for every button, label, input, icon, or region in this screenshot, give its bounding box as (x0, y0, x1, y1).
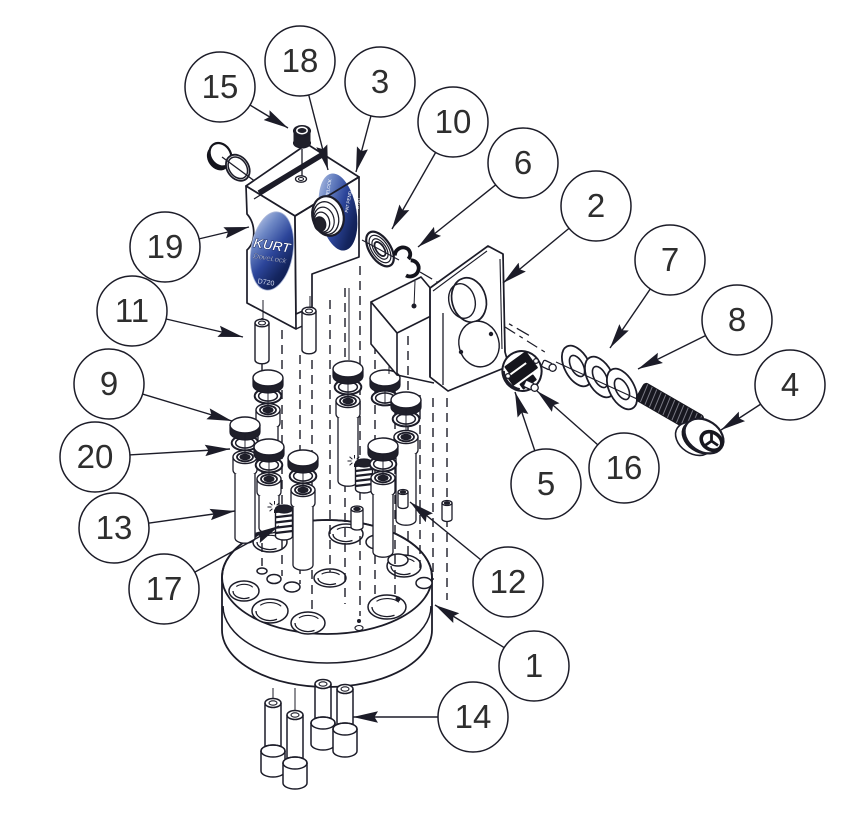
svg-text:D720: D720 (355, 197, 362, 209)
svg-text:17: 17 (146, 570, 183, 607)
svg-text:1: 1 (525, 647, 543, 684)
svg-text:20: 20 (77, 438, 114, 475)
svg-text:11: 11 (115, 292, 149, 329)
svg-text:16: 16 (606, 449, 643, 486)
svg-text:12: 12 (490, 563, 527, 600)
svg-text:PAT PEND: PAT PEND (344, 190, 353, 213)
svg-text:D720: D720 (257, 278, 275, 288)
svg-text:10: 10 (435, 103, 472, 140)
svg-text:5: 5 (537, 465, 555, 502)
svg-text:KURT: KURT (252, 235, 293, 256)
svg-text:14: 14 (455, 698, 492, 735)
svg-text:15: 15 (202, 68, 239, 105)
svg-text:4: 4 (781, 366, 799, 403)
svg-text:18: 18 (282, 42, 319, 79)
svg-text:6: 6 (514, 144, 532, 181)
svg-text:19: 19 (147, 228, 184, 265)
svg-text:2: 2 (587, 187, 605, 224)
svg-text:8: 8 (728, 301, 746, 338)
svg-text:7: 7 (661, 241, 679, 278)
svg-text:9: 9 (100, 365, 118, 402)
svg-text:13: 13 (96, 509, 133, 546)
svg-text:3: 3 (371, 63, 389, 100)
